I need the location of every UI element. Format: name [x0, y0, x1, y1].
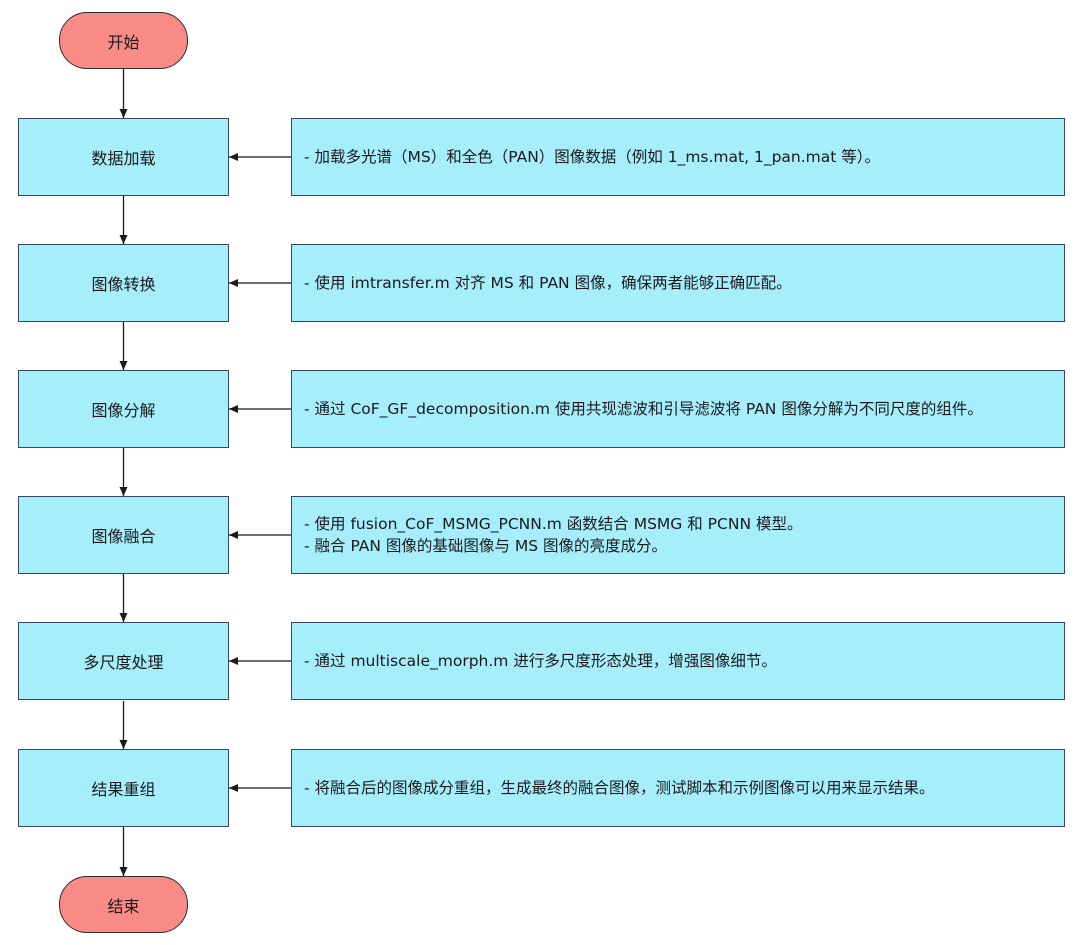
- note-line: - 将融合后的图像成分重组，生成最终的融合图像，测试脚本和示例图像可以用来显示结…: [304, 779, 935, 797]
- step-multiscale-processing: 多尺度处理: [18, 622, 229, 700]
- step-label: 数据加载: [91, 149, 156, 168]
- note-result-recombination: - 将融合后的图像成分重组，生成最终的融合图像，测试脚本和示例图像可以用来显示结…: [291, 749, 1065, 827]
- note-line: - 使用 fusion_CoF_MSMG_PCNN.m 函数结合 MSMG 和 …: [304, 515, 803, 533]
- step-image-decomposition: 图像分解: [18, 370, 229, 448]
- start-label: 开始: [107, 32, 140, 52]
- note-line: - 融合 PAN 图像的基础图像与 MS 图像的亮度成分。: [304, 537, 667, 555]
- step-image-transform: 图像转换: [18, 244, 229, 322]
- note-data-loading: - 加载多光谱（MS）和全色（PAN）图像数据（例如 1_ms.mat, 1_p…: [291, 118, 1065, 196]
- note-multiscale-processing: - 通过 multiscale_morph.m 进行多尺度形态处理，增强图像细节…: [291, 622, 1065, 700]
- note-line: - 通过 CoF_GF_decomposition.m 使用共现滤波和引导滤波将…: [304, 400, 983, 418]
- end-label: 结束: [107, 896, 140, 916]
- start-terminal: 开始: [59, 12, 188, 69]
- note-line: - 加载多光谱（MS）和全色（PAN）图像数据（例如 1_ms.mat, 1_p…: [304, 148, 881, 166]
- step-label: 多尺度处理: [83, 653, 164, 672]
- step-image-fusion: 图像融合: [18, 496, 229, 574]
- note-image-decomposition: - 通过 CoF_GF_decomposition.m 使用共现滤波和引导滤波将…: [291, 370, 1065, 448]
- end-terminal: 结束: [59, 876, 188, 933]
- step-label: 图像分解: [91, 401, 156, 420]
- step-label: 结果重组: [91, 780, 156, 799]
- note-line: - 使用 imtransfer.m 对齐 MS 和 PAN 图像，确保两者能够正…: [304, 274, 792, 292]
- step-label: 图像融合: [91, 527, 156, 546]
- step-result-recombination: 结果重组: [18, 749, 229, 827]
- note-image-transform: - 使用 imtransfer.m 对齐 MS 和 PAN 图像，确保两者能够正…: [291, 244, 1065, 322]
- step-label: 图像转换: [91, 275, 156, 294]
- note-line: - 通过 multiscale_morph.m 进行多尺度形态处理，增强图像细节…: [304, 652, 777, 670]
- note-image-fusion: - 使用 fusion_CoF_MSMG_PCNN.m 函数结合 MSMG 和 …: [291, 496, 1065, 574]
- step-data-loading: 数据加载: [18, 118, 229, 196]
